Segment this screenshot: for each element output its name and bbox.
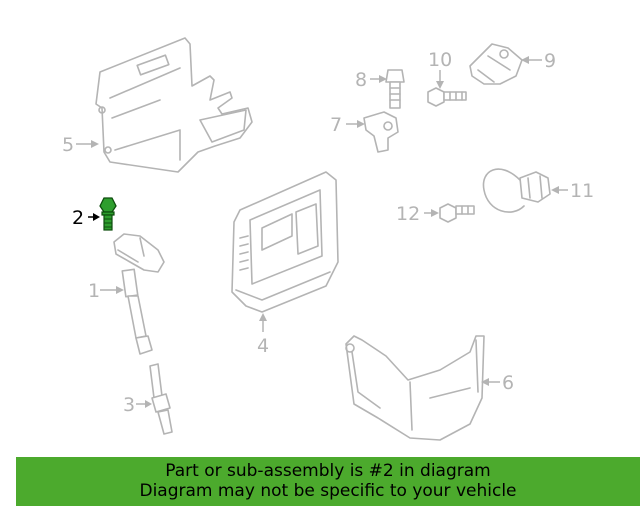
banner-line-2: Diagram may not be specific to your vehi… — [139, 481, 517, 501]
part-10-bolt[interactable] — [427, 87, 467, 107]
callout-9: 9 — [544, 50, 556, 72]
callout-3: 3 — [123, 394, 135, 416]
callout-8: 8 — [355, 69, 367, 91]
callout-4: 4 — [257, 335, 269, 357]
part-9-sensor[interactable] — [469, 43, 523, 85]
part-6-cover[interactable] — [345, 335, 485, 441]
part-8-bolt[interactable] — [385, 69, 405, 109]
banner-line-1: Part or sub-assembly is #2 in diagram — [165, 461, 491, 481]
part-7-sensor[interactable] — [363, 111, 399, 153]
part-2-bolt[interactable] — [99, 197, 117, 231]
callout-6: 6 — [502, 372, 514, 394]
callout-labels: 1 2 3 4 5 6 7 8 9 10 11 12 — [62, 49, 594, 416]
part-5-bracket[interactable] — [95, 37, 253, 173]
info-banner: Part or sub-assembly is #2 in diagram Di… — [16, 457, 640, 506]
callout-5: 5 — [62, 134, 74, 156]
part-11-sensor[interactable] — [482, 168, 551, 213]
parts-diagram: 1 2 3 4 5 6 7 8 9 10 11 12 — [62, 37, 594, 441]
callout-2: 2 — [72, 207, 84, 229]
leader-lines — [76, 56, 568, 408]
part-3-spark-plug[interactable] — [149, 363, 173, 435]
part-1-ignition-coil[interactable] — [113, 233, 165, 355]
part-12-bolt[interactable] — [439, 203, 475, 223]
callout-1: 1 — [88, 280, 100, 302]
callout-11: 11 — [570, 180, 594, 202]
callout-10: 10 — [428, 49, 452, 71]
callout-12: 12 — [396, 203, 420, 225]
part-4-ecu[interactable] — [231, 171, 339, 313]
callout-7: 7 — [330, 114, 342, 136]
